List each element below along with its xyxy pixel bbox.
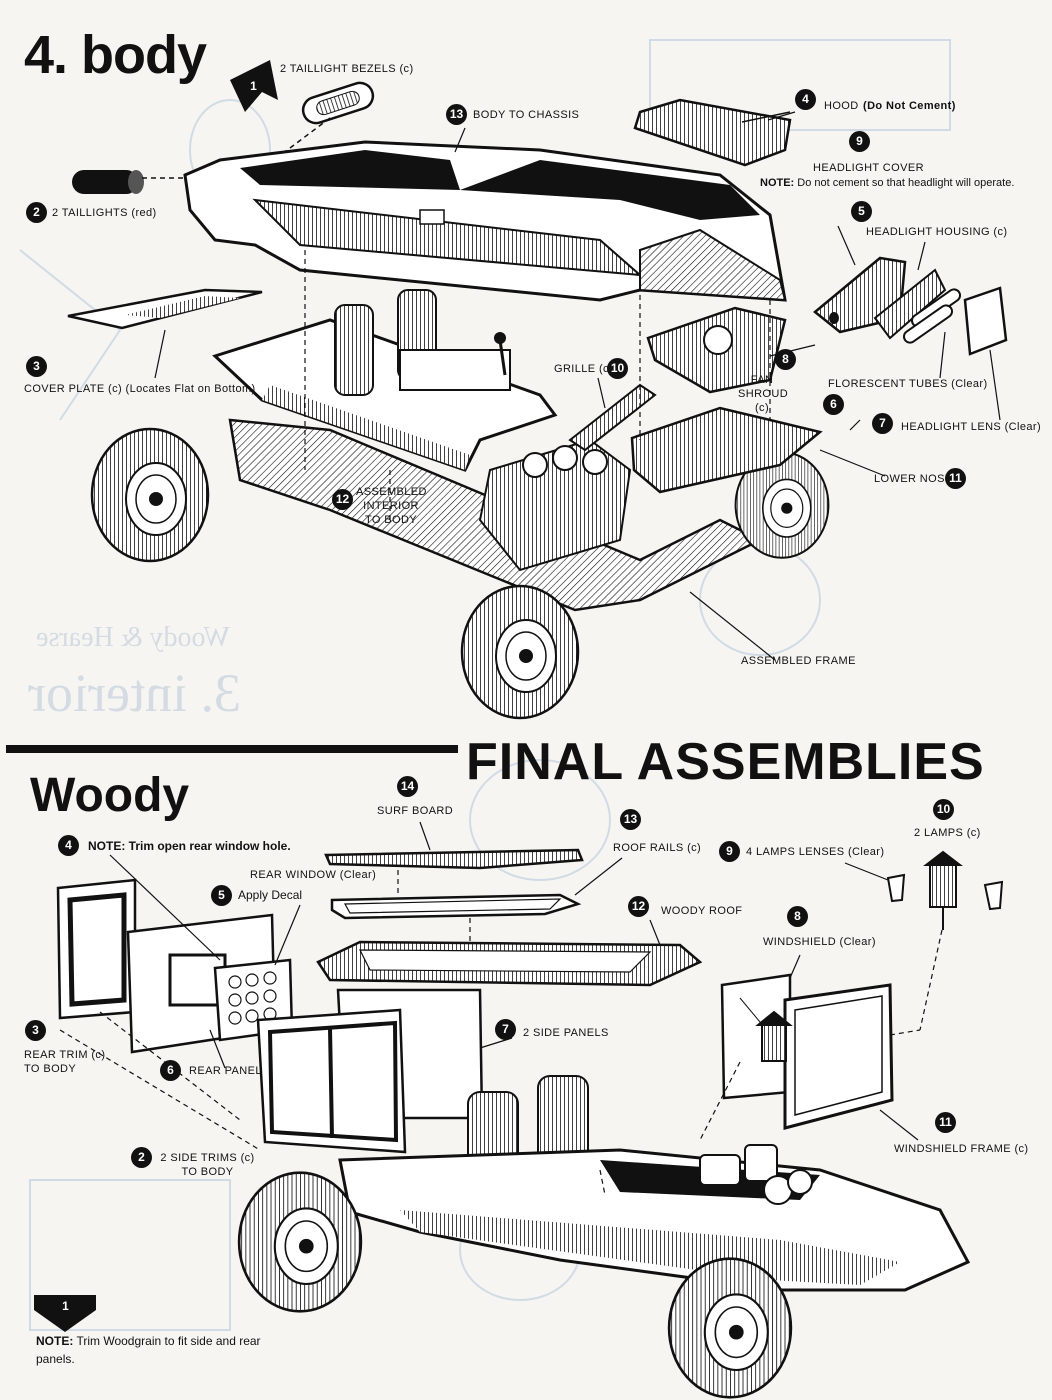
callout-number-8-windshield: 8 — [787, 906, 808, 927]
label-roof-rails: ROOF RAILS (c) — [613, 842, 702, 854]
label-lamps: 2 LAMPS (c) — [914, 827, 981, 839]
label-woody-roof: WOODY ROOF — [661, 905, 743, 917]
label-rear-trim: REAR TRIM (c) TO BODY — [24, 1049, 106, 1075]
callout-number-3: 3 — [26, 356, 47, 377]
label-windshield-frame: WINDSHIELD FRAME (c) — [894, 1143, 1029, 1155]
callout-number-11: 11 — [945, 468, 966, 489]
callout-number-4: 4 — [795, 89, 816, 110]
callout-number-2: 2 — [26, 202, 47, 223]
label-headlight-lens: HEADLIGHT LENS (Clear) — [901, 421, 1042, 433]
label-lamp-lenses: 4 LAMPS LENSES (Clear) — [746, 846, 885, 858]
label-grille: GRILLE (c) — [554, 363, 614, 375]
label-taillight-bezels: 2 TAILLIGHT BEZELS (c) — [280, 63, 414, 75]
bottom-note-label: NOTE: — [36, 1334, 74, 1348]
section-subtitle-woody: Woody — [30, 769, 190, 822]
bottom-note: NOTE: Trim Woodgrain to fit side and rea… — [36, 1332, 266, 1368]
section-title-final-assemblies: FINAL ASSEMBLIES — [466, 733, 985, 791]
label-cover-plate: COVER PLATE (c) (Locates Flat on Bottom) — [24, 383, 256, 395]
label-trim-rear-window: NOTE: Trim open rear window hole. — [88, 839, 291, 853]
callout-number-9-lenses: 9 — [719, 841, 740, 862]
callout-number-9: 9 — [849, 131, 870, 152]
callout-number-1: 1 — [250, 79, 257, 93]
callout-number-1-arrow: 1 — [62, 1299, 69, 1313]
label-fan-shroud: FAN SHROUD (c) — [738, 374, 789, 414]
label-side-panels: 2 SIDE PANELS — [523, 1027, 609, 1039]
label-headlight-cover: HEADLIGHT COVER — [813, 162, 924, 174]
label-assembled-interior: ASSEMBLED INTERIOR TO BODY — [356, 486, 427, 526]
label-hood-note: (Do Not Cement) — [863, 100, 956, 112]
label-surf-board: SURF BOARD — [377, 805, 454, 817]
headlight-note-text: Do not cement so that headlight will ope… — [797, 177, 1015, 189]
label-lower-nose: LOWER NOSE — [874, 473, 953, 485]
label-headlight-housing: HEADLIGHT HOUSING (c) — [866, 226, 1008, 238]
label-taillights: 2 TAILLIGHTS (red) — [52, 207, 157, 219]
callout-number-13: 13 — [446, 104, 467, 125]
callout-number-6-rear-panel: 6 — [160, 1060, 181, 1081]
headlight-note-label: NOTE: — [760, 177, 795, 189]
callout-number-11-frame: 11 — [935, 1112, 956, 1133]
label-hood: HOOD — [824, 100, 859, 112]
callout-number-7: 7 — [872, 413, 893, 434]
bottom-note-text: Trim Woodgrain to fit side and rear pane… — [36, 1334, 261, 1366]
headlight-note: NOTE: Do not cement so that headlight wi… — [760, 176, 1030, 191]
callout-number-4-trim-note: 4 — [58, 835, 79, 856]
callout-number-10-lamps: 10 — [933, 799, 954, 820]
callout-number-8: 8 — [775, 349, 796, 370]
callout-number-12: 12 — [332, 489, 353, 510]
label-side-trims: 2 SIDE TRIMS (c) TO BODY — [160, 1152, 255, 1178]
callout-number-5: 5 — [851, 201, 872, 222]
callout-number-6: 6 — [823, 394, 844, 415]
callout-number-10: 10 — [607, 358, 628, 379]
section-title-body: 4. body — [24, 25, 207, 85]
callout-number-7-side-panels: 7 — [495, 1019, 516, 1040]
callout-number-3-rear-trim: 3 — [25, 1020, 46, 1041]
label-assembled-frame: ASSEMBLED FRAME — [741, 655, 856, 667]
callout-number-12-roof: 12 — [628, 896, 649, 917]
label-body-to-chassis: BODY TO CHASSIS — [473, 109, 580, 121]
callout-number-14: 14 — [397, 776, 418, 797]
callout-number-13-roof-rails: 13 — [620, 809, 641, 830]
callout-number-2-side-trims: 2 — [131, 1147, 152, 1168]
callout-number-5-decal: 5 — [211, 885, 232, 906]
label-rear-panel: REAR PANEL — [189, 1065, 262, 1077]
label-florescent-tubes: FLORESCENT TUBES (Clear) — [828, 378, 988, 390]
label-rear-window: REAR WINDOW (Clear) — [250, 869, 377, 881]
label-windshield: WINDSHIELD (Clear) — [763, 936, 876, 948]
label-apply-decal: Apply Decal — [238, 888, 303, 902]
